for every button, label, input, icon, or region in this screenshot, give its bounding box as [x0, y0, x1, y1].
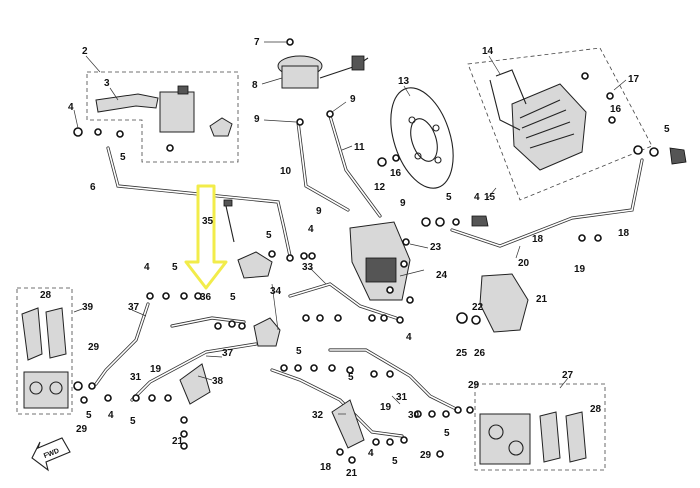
- callout-36: 36: [200, 292, 212, 303]
- callout-3: 3: [104, 78, 110, 89]
- callout-4-g: 4: [368, 448, 374, 459]
- brake-lever: [95, 93, 159, 113]
- callout-4-e: 4: [108, 410, 114, 421]
- callout-23: 23: [430, 242, 442, 253]
- left-caliper: [21, 307, 96, 409]
- group-boxes: [16, 47, 653, 471]
- callout-21-c: 21: [346, 468, 358, 479]
- callout-5-f: 5: [230, 292, 236, 303]
- callout-5-j: 5: [348, 372, 354, 383]
- callout-29-d: 29: [468, 380, 480, 391]
- callout-32: 32: [312, 410, 324, 421]
- callout-9: 9: [350, 94, 356, 105]
- callout-9-d: 9: [400, 198, 406, 209]
- highlight-arrow: [184, 184, 228, 290]
- callout-13: 13: [398, 76, 410, 87]
- callout-31: 31: [130, 372, 142, 383]
- callout-29: 29: [88, 342, 100, 353]
- callout-29-b: 29: [76, 424, 88, 435]
- callout-5-k: 5: [392, 456, 398, 467]
- callout-4-d: 4: [144, 262, 150, 273]
- callout-11: 11: [354, 142, 365, 153]
- callout-21: 21: [536, 294, 548, 305]
- callout-34: 34: [270, 286, 282, 297]
- callout-5-g: 5: [86, 410, 92, 421]
- right-caliper-box: [474, 383, 606, 471]
- reservoir-body: [281, 65, 319, 89]
- callout-22: 22: [472, 302, 484, 313]
- callout-27: 27: [562, 370, 574, 381]
- callout-7: 7: [254, 37, 260, 48]
- callout-16: 16: [390, 168, 402, 179]
- reservoir-assembly: [277, 38, 369, 126]
- callout-19: 19: [574, 264, 586, 275]
- callout-12: 12: [374, 182, 386, 193]
- callout-labels: 2 3 4 5 6 7 8 9 9 10 11 13 12 16 14 17 1…: [40, 37, 670, 479]
- callout-18: 18: [532, 234, 544, 245]
- callout-6: 6: [90, 182, 96, 193]
- callout-5-i: 5: [296, 346, 302, 357]
- callout-5-e: 5: [172, 262, 178, 273]
- master-cylinder-assembly: [73, 85, 233, 152]
- callout-4-f: 4: [406, 332, 412, 343]
- callout-2: 2: [82, 46, 88, 57]
- brackets: [179, 363, 365, 449]
- callout-15: 15: [484, 192, 496, 203]
- callout-20: 20: [518, 258, 530, 269]
- callout-10: 10: [280, 166, 292, 177]
- leader-lines: [73, 41, 627, 415]
- callout-21-b: 21: [172, 436, 184, 447]
- callout-4-b: 4: [474, 192, 480, 203]
- callout-28: 28: [40, 290, 52, 301]
- hardware-nuts: [104, 234, 602, 464]
- callout-5-b: 5: [664, 124, 670, 135]
- callout-4-c: 4: [308, 224, 314, 235]
- callout-14: 14: [482, 46, 494, 57]
- forward-arrow: FWD: [31, 437, 71, 472]
- callout-37: 37: [128, 302, 140, 313]
- callout-19-c: 19: [380, 402, 392, 413]
- callout-4: 4: [68, 102, 74, 113]
- callout-9-c: 9: [316, 206, 322, 217]
- master-cylinder-box: [86, 71, 239, 163]
- callout-16-b: 16: [610, 104, 622, 115]
- callout-5-c: 5: [446, 192, 452, 203]
- callout-8: 8: [252, 80, 258, 91]
- master-cylinder-body: [159, 91, 195, 133]
- callout-39: 39: [82, 302, 94, 313]
- callout-25: 25: [456, 348, 468, 359]
- junction-blocks: [237, 250, 316, 347]
- callout-29-c: 29: [420, 450, 432, 461]
- right-caliper: [454, 406, 587, 465]
- callout-28-b: 28: [590, 404, 602, 415]
- callout-17: 17: [628, 74, 640, 85]
- callout-30: 30: [408, 410, 420, 421]
- clamp: [209, 117, 233, 137]
- rear-caliper-bracket: [456, 273, 529, 333]
- bolt-35: [223, 199, 235, 243]
- callout-33: 33: [302, 262, 314, 273]
- callout-31-b: 31: [396, 392, 408, 403]
- callout-26: 26: [474, 348, 486, 359]
- front-caliper: [489, 69, 687, 171]
- callout-38: 38: [212, 376, 224, 387]
- callout-5-h: 5: [130, 416, 136, 427]
- callout-37-b: 37: [222, 348, 234, 359]
- callout-24: 24: [436, 270, 448, 281]
- callout-5-l: 5: [444, 428, 450, 439]
- callout-9-b: 9: [254, 114, 260, 125]
- front-caliper-box: [467, 47, 653, 201]
- proportioning-valve: [349, 215, 489, 304]
- callout-5: 5: [120, 152, 126, 163]
- callout-18-c: 18: [320, 462, 332, 473]
- callout-5-d: 5: [266, 230, 272, 241]
- callout-18-b: 18: [618, 228, 630, 239]
- brake-lines: [94, 114, 644, 438]
- callout-19-b: 19: [150, 364, 162, 375]
- callout-35: 35: [202, 216, 214, 227]
